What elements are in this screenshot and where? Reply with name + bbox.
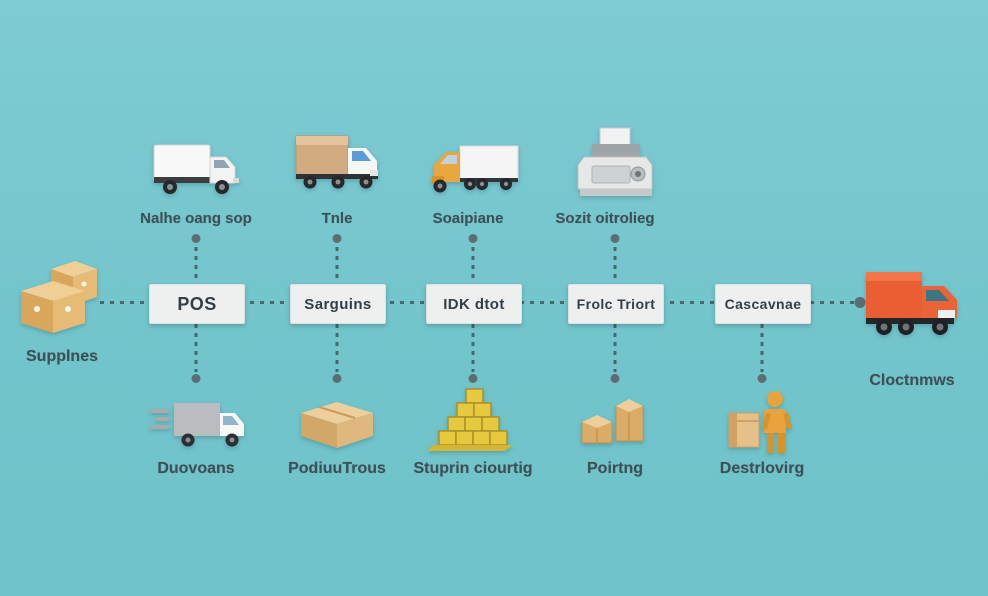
connector-dot	[610, 374, 620, 383]
stage3-bottom-label: Stuprin ciourtig	[413, 460, 533, 477]
connector-line	[471, 247, 475, 283]
fast-shipping-truck-icon	[146, 392, 254, 454]
stage5-box: Cascavnae	[715, 284, 811, 324]
stage2-box: Sarguins	[290, 284, 386, 324]
person-with-package-icon	[720, 386, 804, 456]
stage3-top-label: Soaipiane	[432, 210, 504, 227]
connector-dot	[757, 374, 767, 383]
connector-dot	[332, 374, 342, 383]
connector-line	[335, 324, 339, 372]
connector-dot	[191, 234, 201, 243]
right-node-label: Cloctnmws	[869, 372, 955, 389]
connector-line	[613, 324, 617, 372]
stage3-box: IDK dtot	[426, 284, 522, 324]
connector-dot	[332, 234, 342, 243]
stage4-bottom-label: Poirtng	[587, 460, 643, 477]
stage1-top-label: Nalhe oang sop	[140, 210, 252, 227]
connector-line	[471, 324, 475, 372]
connector-line	[194, 324, 198, 372]
package-group-icon	[571, 392, 659, 454]
flow-end-dot	[854, 297, 866, 308]
stage1-box: POS	[149, 284, 245, 324]
stage2-bottom-label: PodiuuTrous	[288, 460, 386, 477]
connector-dot	[468, 234, 478, 243]
stage2-top-label: Tnle	[321, 210, 353, 227]
connector-dot	[610, 234, 620, 243]
delivery-truck-orange-icon	[858, 255, 968, 351]
semi-truck-yellow-icon	[421, 128, 525, 208]
connector-line	[194, 247, 198, 283]
stage4-box: Frolc Triort	[568, 284, 664, 324]
connector-line	[335, 247, 339, 283]
cardboard-box-icon	[292, 392, 382, 454]
stage5-bottom-label: Destrlovirg	[719, 460, 805, 477]
receipt-machine-icon	[563, 120, 667, 206]
connector-line	[613, 247, 617, 283]
stage4-top-label: Sozit oitrolieg	[555, 210, 655, 227]
connector-dot	[468, 374, 478, 383]
cargo-truck-tan-icon	[285, 120, 389, 204]
connector-dot	[191, 374, 201, 383]
connector-line	[760, 324, 764, 372]
stage1-bottom-label: Duovoans	[157, 460, 235, 477]
left-node-label: Supplnes	[25, 348, 99, 365]
supply-boxes-icon	[10, 254, 110, 344]
box-truck-white-icon	[144, 130, 248, 206]
stacked-gold-boxes-icon	[421, 384, 525, 456]
